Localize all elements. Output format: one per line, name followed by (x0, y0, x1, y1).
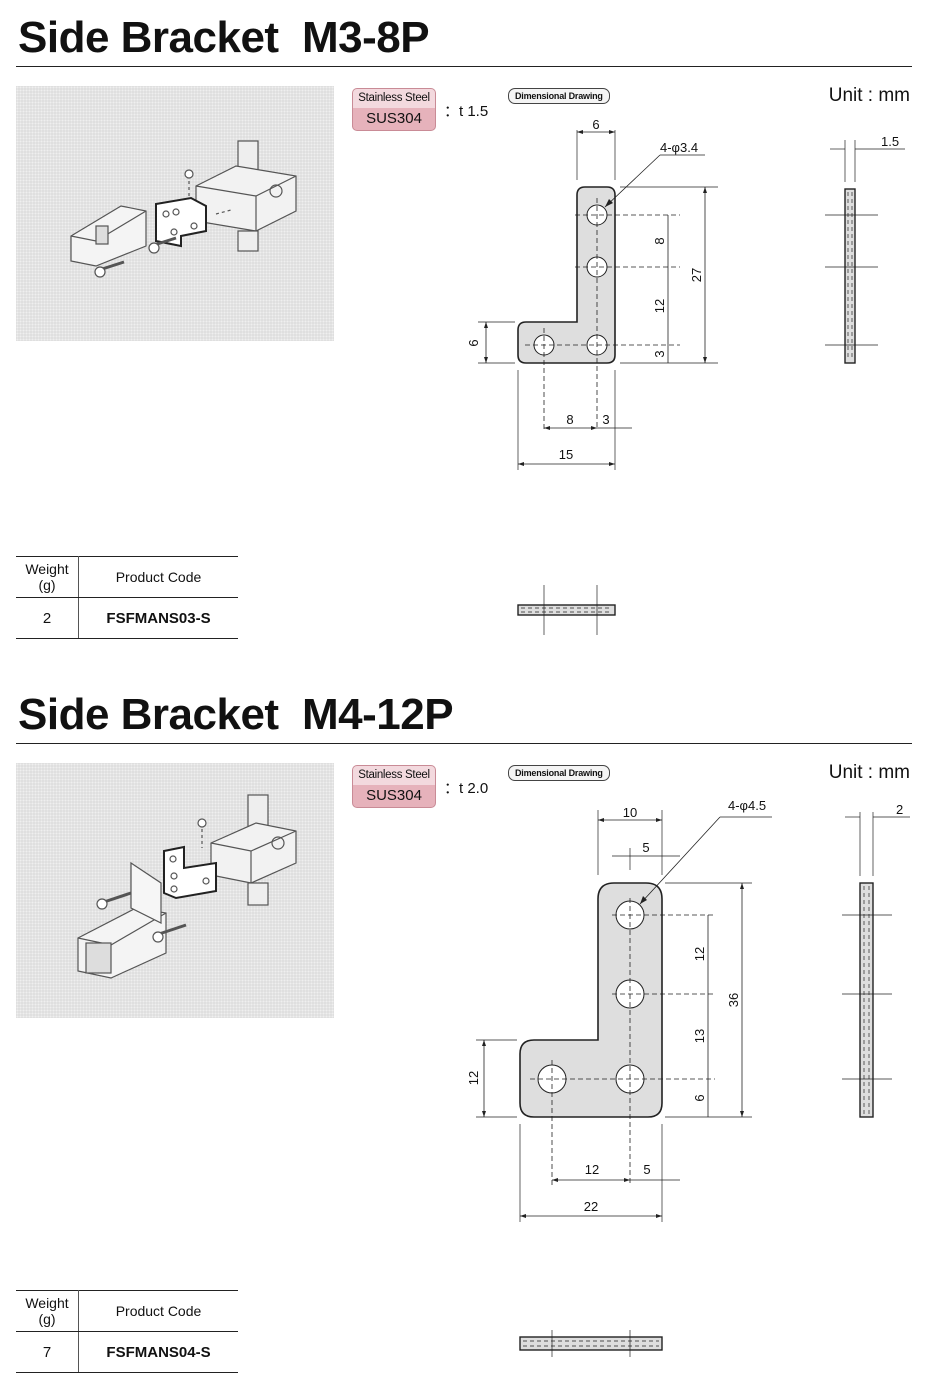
assembly-illustration (16, 763, 334, 1018)
material-badge: Stainless Steel SUS304 (352, 88, 436, 131)
section-title: Side Bracket M4-12P (18, 690, 454, 739)
dim-hole-callout: 4-φ3.4 (660, 140, 698, 155)
section-title: Side Bracket M3-8P (18, 13, 430, 62)
bracket-outline (519, 882, 663, 1118)
product-code-value: FSFMANS04-S (78, 1331, 238, 1373)
dim-bottom-offset: 3 (652, 350, 667, 357)
side-view (844, 188, 856, 364)
dim-right-offset: 3 (602, 412, 609, 427)
weight-header: Weight (g) (16, 1290, 79, 1332)
dim-thickness: 2 (896, 802, 903, 817)
dim-pitch-lower: 12 (652, 299, 667, 313)
assembly-illustration (16, 86, 334, 341)
product-code-header: Product Code (78, 556, 238, 598)
assembly-sketch (77, 794, 297, 979)
dim-right-offset: 5 (643, 1162, 650, 1177)
spec-table: Weight (g) Product Code 7 FSFMANS04-S (16, 1290, 238, 1373)
weight-header: Weight (g) (16, 556, 79, 598)
product-code-value: FSFMANS03-S (78, 597, 238, 639)
dimensional-drawing: 10 5 4-φ4.5 2 12 13 6 36 12 12 5 22 (466, 798, 910, 1357)
title-rule (16, 743, 912, 744)
material-label: Stainless Steel (352, 765, 436, 785)
dim-thickness: 1.5 (881, 134, 899, 149)
dim-foot-height: 6 (466, 339, 481, 346)
dim-pitch-lower: 13 (692, 1029, 707, 1043)
material-label: Stainless Steel (352, 88, 436, 108)
material-grade: SUS304 (352, 108, 436, 131)
dim-pitch-upper: 12 (692, 947, 707, 961)
bottom-view (517, 604, 616, 616)
side-view (859, 882, 874, 1118)
dim-pitch-horizontal: 12 (585, 1162, 599, 1177)
thickness-label: ：t 1.5 (444, 103, 489, 120)
weight-value: 7 (16, 1331, 79, 1373)
dim-width-top: 6 (592, 117, 599, 132)
dim-overall-width: 15 (559, 447, 573, 462)
material-grade: SUS304 (352, 785, 436, 808)
weight-value: 2 (16, 597, 79, 639)
bracket-outline (517, 186, 616, 364)
dim-foot-height: 12 (466, 1071, 481, 1085)
dim-overall-width: 22 (584, 1199, 598, 1214)
unit-label: Unit : mm (828, 85, 910, 106)
dim-half-width: 5 (642, 840, 649, 855)
section-m4-12p: Side Bracket M4-12P (0, 677, 950, 1373)
dimensional-drawing-badge: Dimensional Drawing (508, 765, 610, 781)
dim-pitch-horizontal: 8 (566, 412, 573, 427)
section-m3-8p: Side Bracket M3-8P (0, 0, 950, 680)
dim-width-top: 10 (623, 805, 637, 820)
assembly-sketch (70, 140, 297, 278)
unit-label: Unit : mm (828, 762, 910, 783)
dim-bottom-offset: 6 (692, 1094, 707, 1101)
dim-pitch-upper: 8 (652, 237, 667, 244)
dim-overall-height: 27 (689, 268, 704, 282)
bottom-view (519, 1336, 663, 1351)
dim-hole-callout: 4-φ4.5 (728, 798, 766, 813)
spec-table: Weight (g) Product Code 2 FSFMANS03-S (16, 556, 238, 639)
dim-overall-height: 36 (726, 993, 741, 1007)
title-rule (16, 66, 912, 67)
material-badge: Stainless Steel SUS304 (352, 765, 436, 808)
thickness-label: ：t 2.0 (444, 780, 489, 797)
dimensional-drawing-badge: Dimensional Drawing (508, 88, 610, 104)
dimensional-drawing: 6 4-φ3.4 1.5 8 12 3 27 6 8 3 15 (466, 117, 905, 635)
product-code-header: Product Code (78, 1290, 238, 1332)
